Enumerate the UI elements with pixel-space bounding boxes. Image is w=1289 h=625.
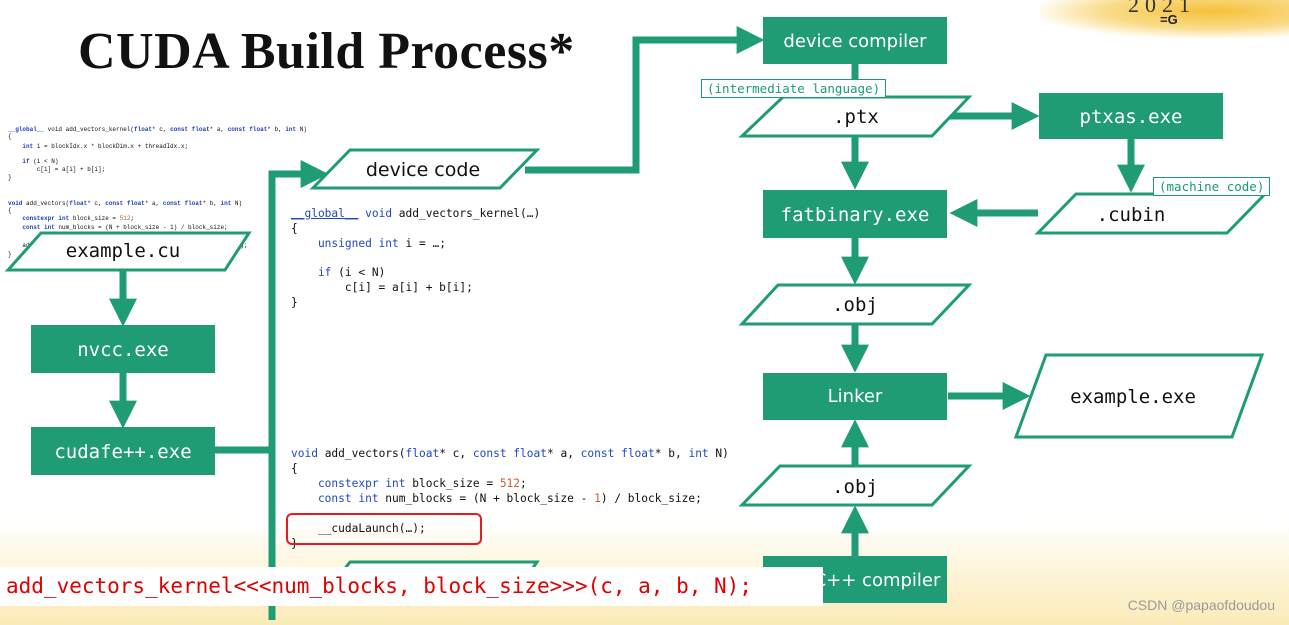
- obj-bottom-label: .obj: [832, 476, 878, 498]
- host-code-line: __cudaLaunch(…);: [291, 522, 426, 535]
- corner-logo: 2021 =G: [1040, 0, 1289, 38]
- source-line: {: [8, 133, 12, 140]
- cudafe-label: cudafe++.exe: [54, 441, 191, 463]
- obj-top-label: .obj: [832, 294, 878, 316]
- source-line: {: [8, 207, 12, 214]
- machine-code-note: (machine code): [1153, 177, 1271, 196]
- source-line: const int num_blocks = (N + block_size -…: [8, 224, 228, 231]
- linker-label: Linker: [828, 386, 883, 407]
- device-compiler-box: [763, 17, 947, 64]
- corner-year: 2021: [1128, 0, 1196, 17]
- device-code-line: c[i] = a[i] + b[i];: [291, 281, 473, 294]
- source-line: constexpr int block_size = 512;: [8, 215, 135, 222]
- page-title: CUDA Build Process*: [78, 23, 575, 80]
- host-code-line: void add_vectors(float* c, const float* …: [291, 447, 729, 460]
- cpp-compiler-label: C++ compiler: [814, 570, 941, 591]
- host-code-line: const int num_blocks = (N + block_size -…: [291, 492, 702, 505]
- source-line: if (i < N): [8, 158, 59, 165]
- source-line: int i = blockIdx.x * blockDim.x + thread…: [8, 143, 189, 150]
- cudafe-box: [31, 427, 215, 475]
- fatbinary-label: fatbinary.exe: [781, 204, 930, 226]
- source-line: }: [8, 174, 12, 181]
- device-code-line: __global__ void add_vectors_kernel(…): [291, 207, 541, 220]
- device-code-line: }: [291, 296, 298, 309]
- nvcc-box: [31, 325, 215, 373]
- watermark: CSDN @papaofdoudou: [1127, 597, 1275, 613]
- arrow-cudafe-to-device-code: [214, 160, 329, 454]
- fatbinary-box: [763, 190, 947, 238]
- host-code-line: {: [291, 462, 298, 475]
- device-code-line: {: [291, 222, 298, 235]
- obj-bottom-parallelogram: [738, 464, 973, 507]
- arrow-device-code-to-compiler: [525, 26, 765, 174]
- ptx-parallelogram: [738, 95, 973, 138]
- device-code-label: device code: [366, 159, 480, 181]
- source-line: add: [8, 242, 34, 249]
- kernel-launch-line: add_vectors_kernel<<<num_blocks, block_s…: [0, 567, 823, 606]
- example-cu-parallelogram: [4, 231, 252, 272]
- linker-box: [763, 373, 947, 420]
- source-line: c[i] = a[i] + b[i];: [8, 166, 106, 173]
- ptxas-label: ptxas.exe: [1080, 106, 1183, 128]
- cuda-launch-highlight: [286, 513, 482, 545]
- example-exe-parallelogram: [1013, 353, 1265, 439]
- source-line: }: [8, 251, 12, 258]
- obj-top-parallelogram: [738, 283, 973, 326]
- source-line: __global__ void add_vectors_kernel(float…: [8, 126, 307, 133]
- corner-mark: =G: [1160, 12, 1178, 27]
- intermediate-language-note: (intermediate language): [701, 79, 887, 98]
- example-exe-label: example.exe: [1070, 386, 1196, 408]
- nvcc-label: nvcc.exe: [77, 339, 169, 361]
- device-compiler-label: device compiler: [783, 31, 927, 52]
- ptx-label: .ptx: [833, 106, 879, 128]
- ptxas-box: [1039, 93, 1223, 139]
- cubin-label: .cubin: [1097, 204, 1166, 226]
- device-code-line: if (i < N): [291, 266, 386, 279]
- device-code-line: unsigned int i = …;: [291, 237, 446, 250]
- example-cu-label: example.cu: [66, 240, 180, 262]
- host-code-line: constexpr int block_size = 512;: [291, 477, 527, 490]
- device-code-parallelogram: [309, 148, 541, 190]
- source-line: void add_vectors(float* c, const float* …: [8, 200, 243, 207]
